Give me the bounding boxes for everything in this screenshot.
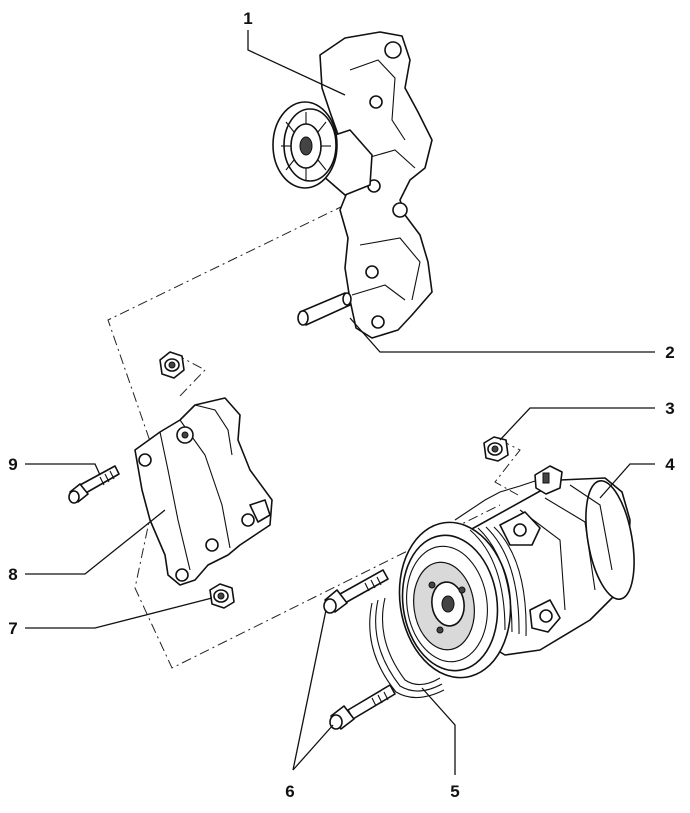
leader-2 [349, 317, 655, 353]
ac-compressor [398, 465, 635, 679]
leader-lines [25, 30, 655, 775]
tensioner-bracket-assembly [272, 31, 433, 339]
nut-right [483, 436, 509, 462]
bolt-left [68, 465, 120, 504]
callout-3: 3 [665, 399, 674, 418]
leader-9 [25, 463, 101, 476]
leader-6b [292, 724, 334, 771]
callout-4: 4 [665, 455, 675, 474]
callout-2: 2 [665, 343, 674, 362]
leader-6a [292, 609, 327, 771]
leader-3 [499, 407, 655, 441]
leader-1 [247, 30, 346, 96]
compressor-bolt-lower [329, 684, 396, 730]
drive-belt [369, 597, 445, 699]
bracket-bolt-hole [371, 315, 385, 329]
nut-lower [209, 583, 235, 609]
bracket-bolt-hole [365, 265, 379, 279]
leader-8 [25, 509, 166, 575]
callout-1: 1 [243, 9, 252, 28]
nut-upper [159, 351, 185, 379]
callout-7: 7 [8, 619, 17, 638]
callout-6: 6 [285, 782, 294, 801]
compressor-bolt-upper [323, 569, 389, 614]
leader-5 [421, 687, 456, 775]
callout-9: 9 [8, 455, 17, 474]
bracket-bolt-hole [369, 95, 383, 109]
leader-7 [25, 597, 213, 629]
leader-4 [599, 463, 655, 499]
callout-5: 5 [450, 782, 459, 801]
callout-8: 8 [8, 565, 17, 584]
compressor-mounting-bracket [134, 397, 273, 586]
alignment-pin [297, 292, 352, 326]
bracket-bolt-hole [384, 41, 402, 59]
callouts: 1 2 3 4 5 6 7 8 9 [8, 9, 675, 801]
bracket-bolt-hole [392, 202, 408, 218]
assembly-guide-lines [107, 204, 521, 669]
